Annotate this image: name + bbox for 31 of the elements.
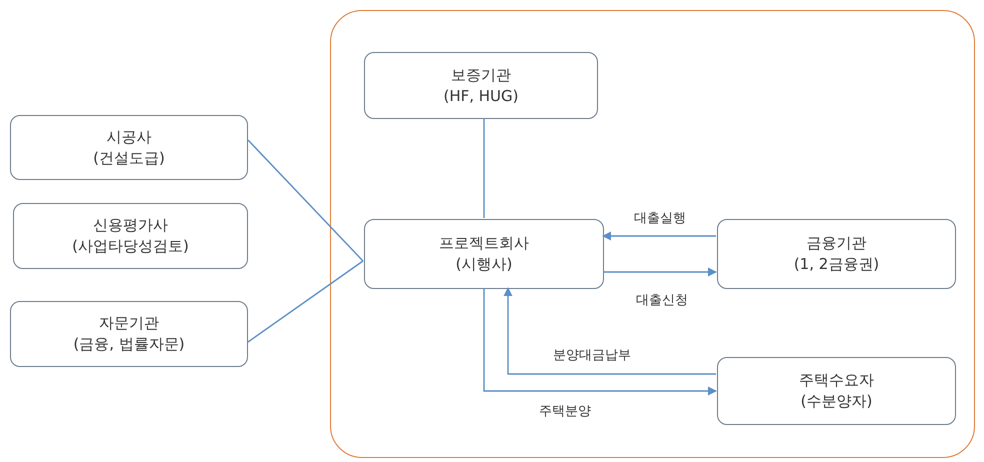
connector-line <box>483 118 485 218</box>
entity-box <box>10 115 248 180</box>
entity-role: (건설도급) <box>93 148 165 168</box>
entity-box <box>364 52 598 119</box>
entity-role: (1, 2금융권) <box>794 254 880 275</box>
entity-name: 자문기관 <box>99 313 159 334</box>
entity-role: (사업타당성검토) <box>72 236 189 257</box>
container-box <box>330 10 975 458</box>
arrow <box>504 287 716 375</box>
entity-box <box>10 301 248 367</box>
entity-name: 보증기관 <box>451 64 511 86</box>
entity-role: (수분양자) <box>800 391 872 412</box>
entity-role: (금융, 법률자문) <box>73 334 185 355</box>
entity-name: 주택수요자 <box>799 370 874 391</box>
entity-box <box>364 219 604 289</box>
connector-line <box>248 140 364 262</box>
edge-label: 주택분양 <box>537 402 593 420</box>
arrow <box>483 288 717 396</box>
entity-name: 신용평가사 <box>93 215 168 236</box>
entity-role: (시행사) <box>456 254 512 275</box>
entity-box <box>717 357 956 425</box>
connector-line <box>248 260 364 343</box>
entity-name: 금융기관 <box>806 233 866 254</box>
entity-box <box>717 219 956 289</box>
arrow <box>603 268 717 276</box>
entity-name: 프로젝트회사 <box>439 233 529 254</box>
entity-role: (HF, HUG) <box>443 86 519 106</box>
arrow <box>602 232 716 240</box>
entity-box <box>13 203 248 269</box>
entity-name: 시공사 <box>106 126 152 148</box>
edge-label: 분양대금납부 <box>551 346 633 364</box>
